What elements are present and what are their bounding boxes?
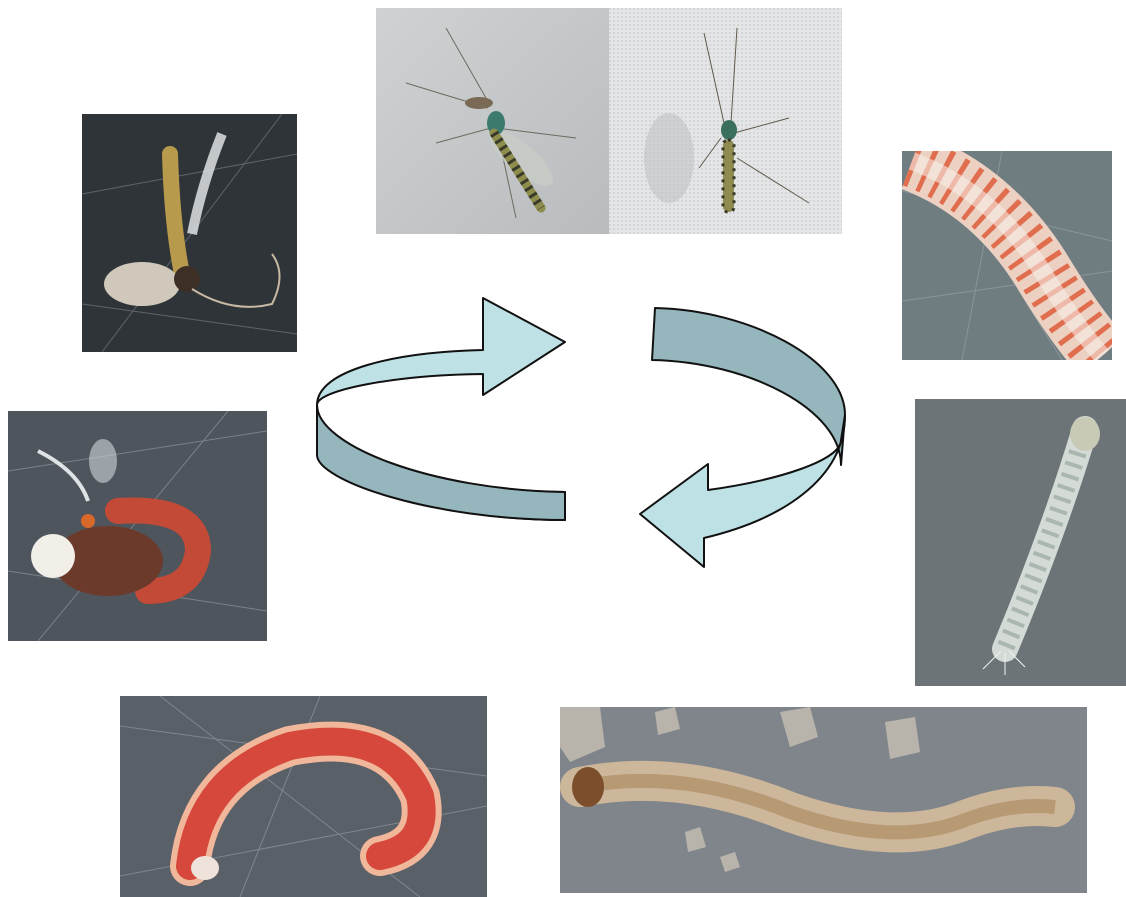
egg-mass-photo <box>902 151 1112 360</box>
first-instar-larva-photo <box>915 399 1126 686</box>
emerging-adult-photo <box>82 114 297 352</box>
late-red-larva-photo <box>120 696 487 897</box>
pupa-photo <box>8 411 267 641</box>
adult-female-midge-photo <box>609 8 842 234</box>
cycle-arrow-left <box>317 298 565 520</box>
life-cycle-arrows <box>300 280 860 590</box>
cycle-arrow-right <box>640 308 845 567</box>
early-larva-photo <box>560 707 1087 893</box>
adult-male-midge-photo <box>376 8 609 234</box>
